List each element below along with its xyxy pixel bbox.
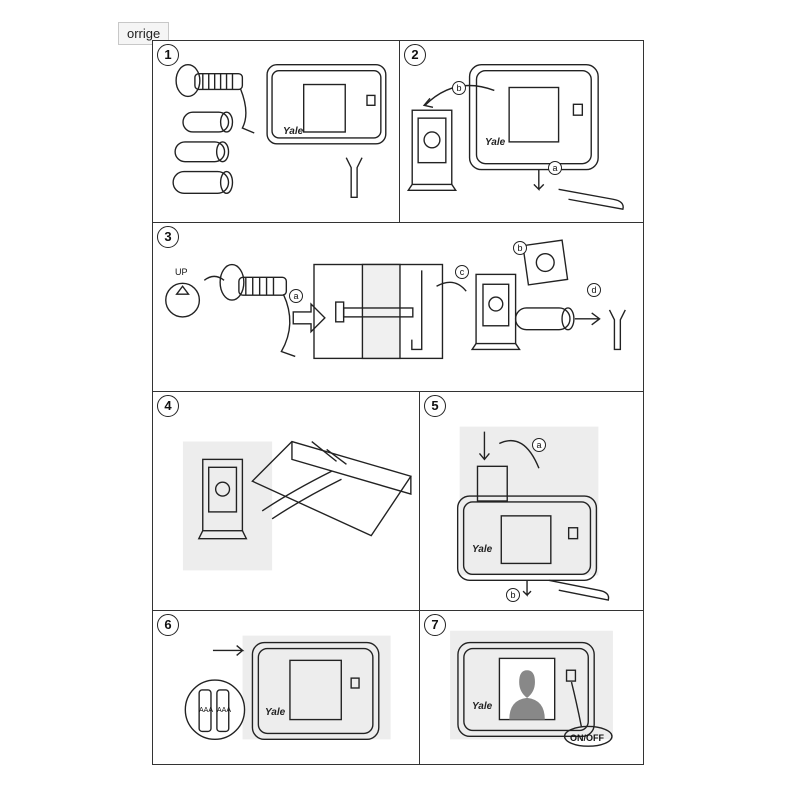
step-5-panel: 5 Yale a b (419, 391, 644, 611)
step-3-panel: 3 UP a b c d (152, 222, 644, 392)
step-2-label-a: a (548, 161, 562, 175)
step-7-brand: Yale (472, 701, 493, 712)
step-2-panel: 2 Yale b a (399, 40, 644, 223)
step-4-number: 4 (157, 395, 179, 417)
step-5-label-a: a (532, 438, 546, 452)
step-3-label-a: a (289, 289, 303, 303)
step-2-illustration (406, 64, 624, 210)
step-7-illustration (450, 630, 613, 747)
step-6-battery-2-label: AAA (217, 707, 232, 714)
step-7-panel: 7 Yale ON/OFF (419, 610, 644, 765)
step-3-label-c: c (455, 265, 469, 279)
step-2-number: 2 (404, 44, 426, 66)
step-3-number: 3 (157, 226, 179, 248)
step-5-illustration (456, 426, 610, 601)
step-6-battery-1-label: AAA (199, 707, 214, 714)
step-2-label-b: b (452, 81, 466, 95)
step-7-number: 7 (424, 614, 446, 636)
step-5-label-b: b (506, 588, 520, 602)
step-7-onoff-label: ON/OFF (570, 733, 604, 743)
step-6-brand: Yale (265, 707, 286, 718)
step-5-number: 5 (424, 395, 446, 417)
step-1-illustration (172, 64, 387, 198)
step-3-label-b: b (513, 241, 527, 255)
step-1-panel: 1 Yale (152, 40, 400, 223)
step-6-panel: 6 Yale AAA AAA (152, 610, 420, 765)
step-1-number: 1 (157, 44, 179, 66)
step-3-illustration (165, 239, 626, 360)
step-5-brand: Yale (472, 544, 493, 555)
step-4-illustration (182, 440, 412, 571)
step-1-brand: Yale (283, 126, 304, 137)
step-6-number: 6 (157, 614, 179, 636)
step-6-illustration (184, 635, 391, 741)
step-2-brand: Yale (485, 137, 506, 148)
step-3-up-label: UP (175, 267, 188, 277)
step-4-panel: 4 (152, 391, 420, 611)
step-3-label-d: d (587, 283, 601, 297)
tooltip: orrige (118, 22, 170, 45)
